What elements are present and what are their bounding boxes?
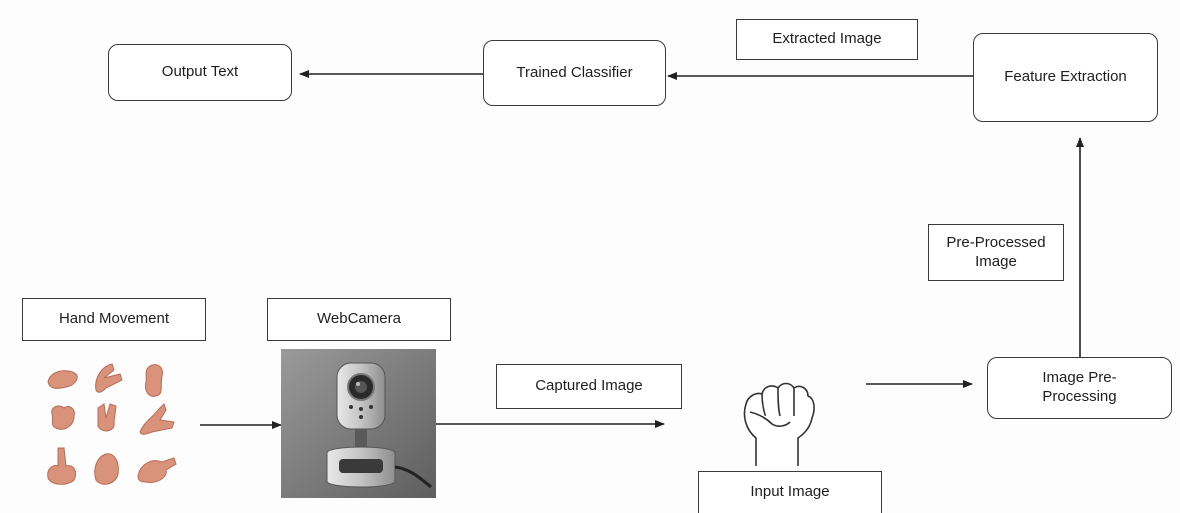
output-text-label: Output Text — [161, 63, 239, 81]
feature-extraction-node: Feature Extraction — [973, 33, 1158, 122]
preprocessed-image-label: Pre-Processed Image — [946, 233, 1046, 270]
trained-classifier-node: Trained Classifier — [483, 40, 666, 106]
extracted-image-label: Extracted Image — [772, 30, 882, 48]
hand-movement-label-box: Hand Movement — [22, 298, 206, 341]
webcam-icon — [281, 349, 436, 498]
preprocessed-image-label-box: Pre-Processed Image — [928, 224, 1064, 281]
hand-gestures-icon — [47, 363, 177, 485]
image-preprocessing-label: Image Pre- Processing — [1042, 369, 1117, 405]
webcamera-label-box: WebCamera — [267, 298, 451, 341]
captured-image-label: Captured Image — [535, 377, 643, 395]
trained-classifier-label: Trained Classifier — [516, 63, 633, 81]
extracted-image-label-box: Extracted Image — [736, 19, 918, 60]
output-text-node: Output Text — [108, 44, 292, 101]
image-preprocessing-node: Image Pre- Processing — [987, 357, 1172, 419]
hand-movement-label: Hand Movement — [58, 310, 170, 328]
input-image-label: Input Image — [750, 483, 830, 501]
input-image-label-box: Input Image — [698, 471, 882, 513]
captured-image-label-box: Captured Image — [496, 364, 682, 409]
webcamera-label: WebCamera — [317, 310, 401, 328]
raised-fist-icon — [743, 382, 815, 466]
feature-extraction-label: Feature Extraction — [1004, 68, 1127, 86]
